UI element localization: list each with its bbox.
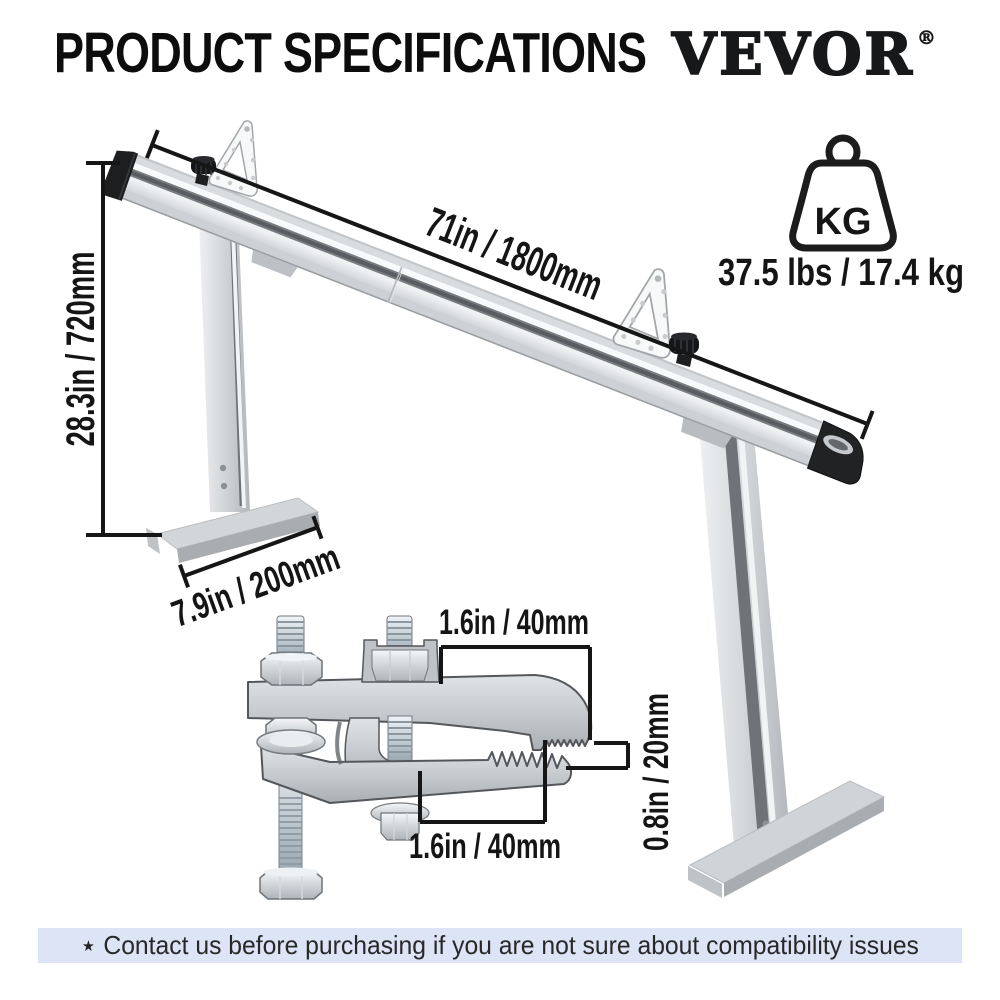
registered-trademark-icon: ® (916, 27, 937, 50)
right-foot (688, 780, 886, 898)
weight-value: 37.5 lbs / 17.4 kg (718, 252, 964, 294)
clamp-lower-jaw (260, 745, 573, 804)
kg-label: KG (815, 201, 872, 243)
right-leg (698, 416, 792, 870)
dim-clamp-opening-height: 0.8in / 20mm (637, 693, 676, 851)
clamp-left-nut-top (260, 652, 323, 686)
weight-capacity: KG 37.5 lbs / 17.4 kg (718, 134, 964, 294)
compatibility-note: Contact us before purchasing if you are … (102, 930, 919, 960)
brand-logo: VEVOR® (671, 21, 937, 99)
rail-end-cap-left (102, 150, 139, 201)
rail-end-cap-right (806, 420, 864, 485)
rail-bar (102, 150, 864, 485)
dim-overall-height: 28.3in / 720mm (59, 252, 103, 447)
left-leg (198, 196, 250, 512)
brand-logo-text: VEVOR (671, 21, 915, 88)
compatibility-note-bar: ★ Contact us before purchasing if you ar… (38, 928, 962, 963)
dimension-lines (86, 129, 875, 824)
dim-clamp-bottom-width: 1.6in / 40mm (409, 827, 561, 866)
rack-illustration (102, 120, 886, 898)
dim-clamp-top-width: 1.6in / 40mm (439, 603, 589, 642)
kg-weight-icon: KG (789, 134, 897, 252)
page-title: PRODUCT SPECIFICATIONS (54, 21, 647, 85)
star-icon: ★ (81, 937, 95, 955)
